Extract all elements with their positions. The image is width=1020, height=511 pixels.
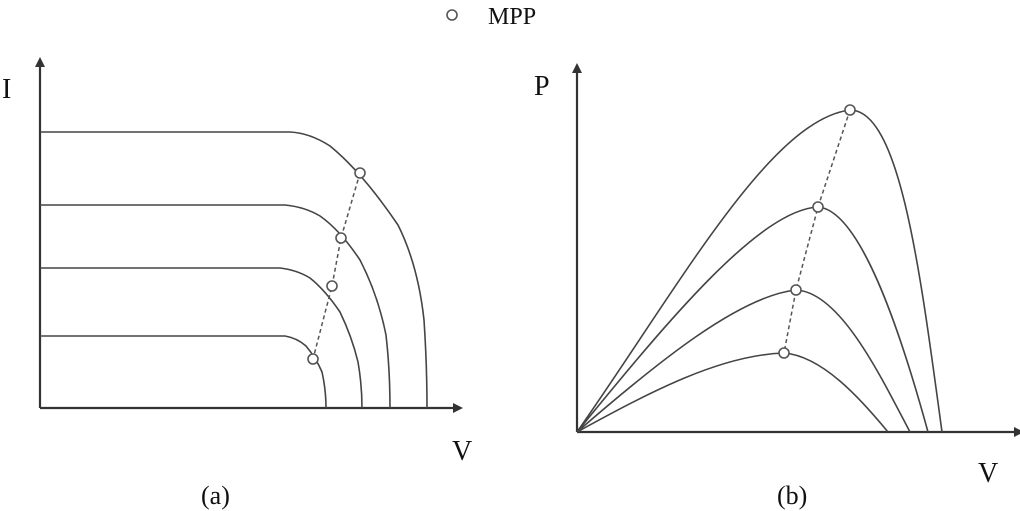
iv-curve-3 bbox=[40, 267, 363, 409]
mpp-marker bbox=[812, 201, 824, 213]
panel-b-caption: (b) bbox=[777, 481, 807, 510]
legend-mpp-marker bbox=[446, 9, 458, 21]
pv-curve-2 bbox=[576, 206, 929, 433]
panel-b-mpp-locus bbox=[783, 109, 851, 354]
panel-b-x-label: V bbox=[978, 458, 998, 489]
iv-curve-2 bbox=[40, 204, 391, 409]
mpp-marker bbox=[778, 347, 790, 359]
mpp-marker bbox=[307, 353, 319, 365]
panel-a-iv-curves: I V (a) bbox=[2, 57, 472, 510]
iv-curve-1 bbox=[40, 131, 428, 409]
legend-mpp-label: MPP bbox=[488, 4, 536, 30]
mpp-marker bbox=[354, 167, 366, 179]
mpp-marker bbox=[335, 232, 347, 244]
mpp-marker bbox=[326, 280, 338, 292]
mpp-marker bbox=[844, 104, 856, 116]
pv-curve-1 bbox=[576, 109, 943, 433]
panel-a-mpp-locus bbox=[312, 172, 361, 360]
panel-b-pv-curves: P V (b) bbox=[534, 63, 1020, 510]
panel-b-y-label: P bbox=[534, 71, 550, 102]
panel-a-caption: (a) bbox=[201, 481, 230, 510]
panel-a-x-label: V bbox=[452, 436, 472, 467]
pv-curve-3 bbox=[576, 289, 911, 433]
legend: MPP bbox=[446, 4, 536, 30]
iv-curve-4 bbox=[40, 335, 327, 409]
mpp-marker bbox=[790, 284, 802, 296]
panel-a-y-label: I bbox=[2, 74, 11, 105]
pv-curve-4 bbox=[576, 352, 889, 433]
